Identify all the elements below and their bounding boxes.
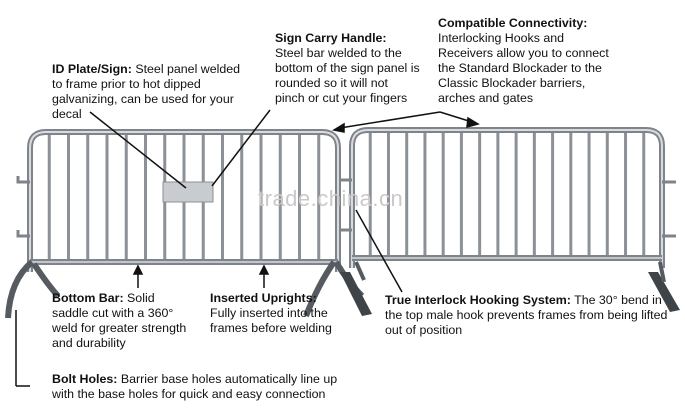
callout-inserted: Inserted Uprights: Fully inserted into t… [210,291,335,336]
callout-title: Sign Carry Handle: [275,31,387,45]
callout-bottom-bar: Bottom Bar: Solid saddle cut with a 360°… [52,291,190,351]
callout-title: Bolt Holes: [52,372,118,386]
callout-title: Inserted Uprights: [210,291,317,305]
right-barrier [340,127,680,316]
callout-compatible: Compatible Connectivity: Interlocking Ho… [438,16,616,106]
watermark: trade.china.cn [258,186,404,211]
callout-text: Steel bar welded to the bottom of the si… [275,46,420,105]
callout-text: Fully inserted into the frames before we… [210,306,332,335]
callout-text: Steel panel welded to frame prior to hot… [52,62,241,121]
callout-title: Compatible Connectivity: [438,16,588,30]
callout-bolt-holes: Bolt Holes: Barrier base holes automatic… [52,372,352,402]
callout-sign-handle: Sign Carry Handle: Steel bar welded to t… [275,31,420,106]
callout-title: Bottom Bar: [52,291,124,305]
callout-title: True Interlock Hooking System: [385,293,571,307]
callout-text: Barrier base holes automatically line up… [52,372,338,401]
pointer-lines [15,109,480,387]
callout-text: The 30° bend in the top male hook preven… [385,293,668,337]
callout-text: Solid saddle cut with a 360° weld for gr… [52,291,187,350]
callout-text: Interlocking Hooks and Receivers allow y… [438,31,609,105]
callout-title: ID Plate/Sign: [52,62,132,76]
callout-id-plate: ID Plate/Sign: Steel panel welded to fra… [52,62,252,122]
callout-interlock: True Interlock Hooking System: The 30° b… [385,293,680,338]
id-plate [162,181,214,203]
